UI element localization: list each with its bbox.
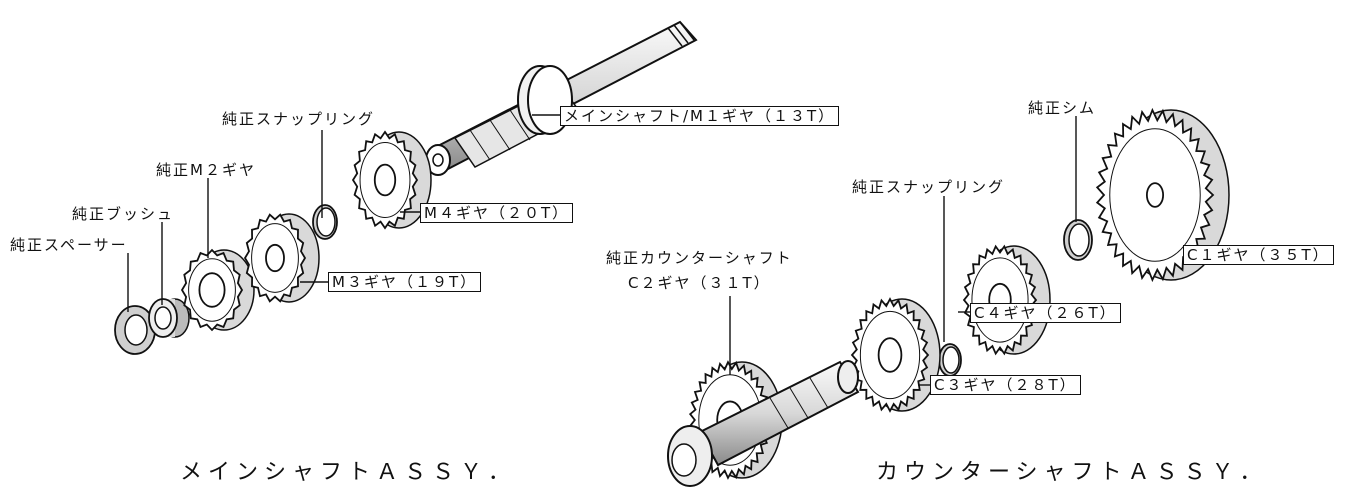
label-bush: 純正ブッシュ <box>72 205 175 223</box>
label-m2-gear: 純正M２ギヤ <box>156 161 256 179</box>
label-m4-gear: M４ギヤ（２０T） <box>420 203 574 223</box>
spacer-washer <box>114 305 156 355</box>
snap-ring-main <box>312 204 338 240</box>
bush-sleeve <box>148 298 190 338</box>
c3-gear <box>850 297 941 413</box>
caption-main-assy: メインシャフトＡＳＳＹ． <box>180 460 517 485</box>
m2-gear <box>180 248 255 332</box>
label-c2-gear: C２ギヤ（３１T） <box>628 274 771 292</box>
shim <box>1063 219 1093 261</box>
label-m3-gear: M３ギヤ（１９T） <box>328 272 482 292</box>
c4-gear <box>962 244 1051 356</box>
label-mainshaft: メインシャフト/M１ギヤ（１３T） <box>560 106 840 126</box>
label-spacer: 純正スペーサー <box>10 236 128 254</box>
caption-counter-assy: カウンターシャフトＡＳＳＹ． <box>876 460 1268 485</box>
counter-shaft <box>667 360 860 487</box>
c1-gear <box>1095 107 1230 283</box>
label-countershaft: 純正カウンターシャフト <box>606 249 793 267</box>
main-shaft <box>425 20 698 176</box>
label-shim: 純正シム <box>1028 99 1097 117</box>
label-snap-ring-main: 純正スナップリング <box>222 110 376 128</box>
snap-ring-counter <box>938 343 962 377</box>
label-c1-gear: C１ギヤ（３５T） <box>1183 245 1334 265</box>
m3-gear <box>243 213 320 303</box>
label-c3-gear: C３ギヤ（２８T） <box>930 375 1081 395</box>
leader-lines <box>127 114 1077 386</box>
label-c4-gear: C４ギヤ（２６T） <box>970 303 1121 323</box>
label-snap-ring-counter: 純正スナップリング <box>852 178 1006 196</box>
m4-gear <box>351 130 432 230</box>
